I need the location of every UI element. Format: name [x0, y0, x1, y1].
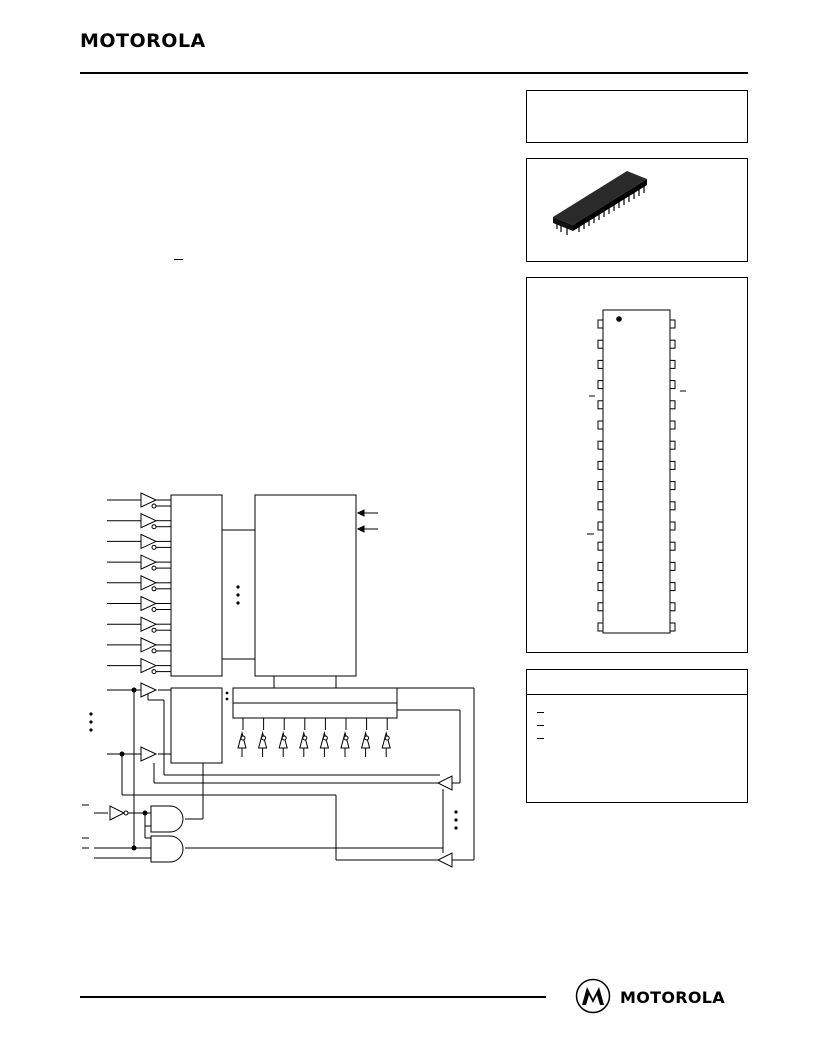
pin-right-16: [669, 622, 676, 632]
pin-left-6: [597, 420, 604, 430]
footer-rule: [80, 996, 546, 998]
pin-left-9: [597, 481, 604, 491]
output-buffer-3: [278, 718, 288, 757]
address-buffer-4: [107, 554, 171, 571]
header-rule: [80, 72, 748, 74]
pin-right-15: [669, 602, 676, 612]
output-buffer-6: [340, 718, 350, 757]
header-brand: MOTOROLA: [80, 30, 206, 52]
pin-right-10: [669, 501, 676, 511]
text-overbar: [174, 259, 183, 260]
pin-right-1: [669, 319, 676, 329]
pin-names-box: [526, 669, 748, 803]
pin-left-14: [597, 582, 604, 592]
pin-right-3: [669, 359, 676, 369]
address-buffer-5: [107, 575, 171, 592]
title-box: [526, 90, 748, 143]
output-buffer-1: [237, 718, 247, 757]
pin-left-1: [597, 319, 604, 329]
control-buffer-1: [140, 682, 158, 698]
pin-left-15: [597, 602, 604, 612]
pin-right-8: [669, 460, 676, 470]
pin-right-9: [669, 481, 676, 491]
output-buffer-7: [360, 718, 371, 757]
output-buffer-8: [381, 718, 391, 757]
pin-left-13: [597, 561, 604, 571]
package-box: [526, 158, 748, 262]
pin-left-2: [597, 339, 604, 349]
pin-names-divider: [527, 694, 747, 695]
pin-left-4: [597, 380, 604, 390]
pin-left-5: [597, 400, 604, 410]
pin-right-5: [669, 400, 676, 410]
pin-right-4: [669, 380, 676, 390]
output-buffer-4: [299, 718, 309, 757]
pin-right-12: [669, 541, 676, 551]
address-buffer-1: [107, 492, 171, 509]
output-buffer-2: [257, 718, 268, 757]
pin-right-7: [669, 440, 676, 450]
address-buffer-8: [107, 637, 171, 654]
pin-right-2: [669, 339, 676, 349]
pin-left-10: [597, 501, 604, 511]
control-buffer-2: [140, 746, 158, 762]
output-buffer-5: [319, 718, 330, 757]
address-buffer-6: [107, 595, 171, 612]
pin-left-12: [597, 541, 604, 551]
pin-assignment-box: [526, 277, 748, 653]
pin-right-6: [669, 420, 676, 430]
ic-package-icon: [553, 171, 647, 235]
footer-brand: MOTOROLA: [620, 988, 725, 1007]
pin-right-13: [669, 561, 676, 571]
pin-right-11: [669, 521, 676, 531]
address-buffer-9: [107, 657, 171, 675]
pin-left-11: [597, 521, 604, 531]
pin-left-7: [597, 440, 604, 450]
pin-right-14: [669, 582, 676, 592]
address-buffer-7: [107, 616, 171, 633]
motorola-logo-icon: [575, 978, 611, 1014]
pin-left-16: [597, 622, 604, 632]
address-buffer-2: [107, 512, 171, 530]
pin-assignment-diagram: [587, 309, 686, 634]
address-buffer-3: [107, 533, 171, 550]
pin-left-8: [597, 460, 604, 470]
pin-left-3: [597, 359, 604, 369]
